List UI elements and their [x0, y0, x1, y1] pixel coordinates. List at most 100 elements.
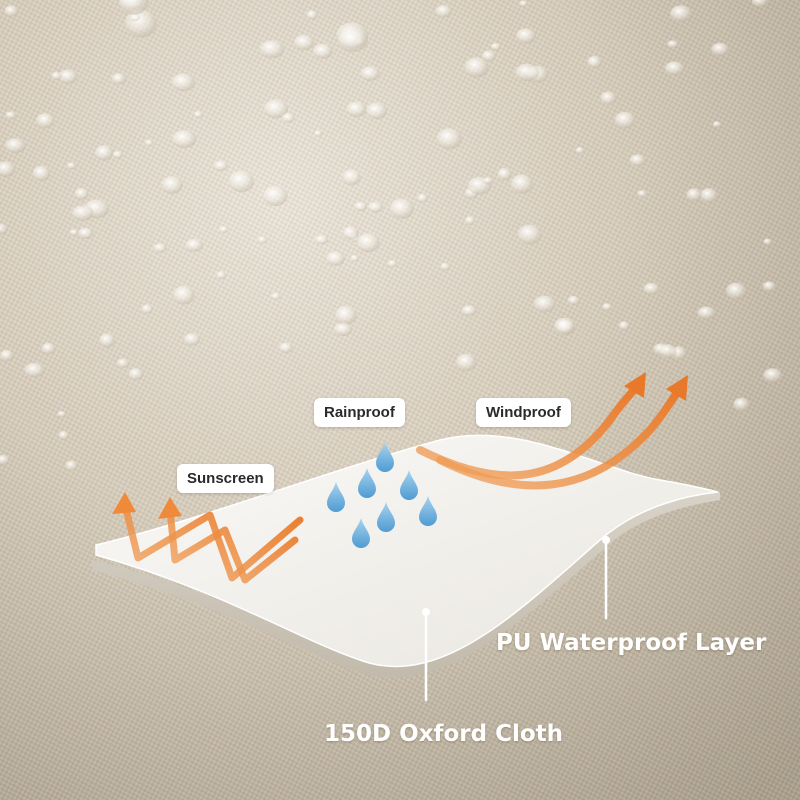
water-droplet: [360, 66, 380, 81]
water-droplet: [183, 333, 201, 346]
water-droplet: [69, 229, 79, 236]
water-droplet: [519, 0, 528, 7]
rain-drop: [419, 496, 437, 526]
water-droplet: [697, 306, 716, 320]
water-droplet: [216, 270, 227, 280]
water-droplet: [172, 130, 197, 149]
water-droplet: [602, 303, 613, 311]
water-droplet: [440, 262, 451, 271]
sun-arrow-icon: [121, 501, 304, 584]
water-droplet: [587, 55, 602, 69]
pu-waterproof-layer-callout: PU Waterproof Layer: [496, 630, 767, 656]
oxford-cloth-edge: [92, 492, 720, 678]
water-droplet: [629, 154, 646, 167]
water-droplet: [264, 99, 288, 119]
water-droplet: [99, 333, 116, 348]
water-droplet: [281, 112, 295, 123]
water-droplet: [517, 224, 542, 245]
water-droplet: [71, 205, 94, 221]
water-droplet: [0, 349, 14, 362]
oxford-cloth-callout: 150D Oxford Cloth: [324, 721, 564, 747]
water-droplet: [497, 168, 512, 181]
water-droplet: [614, 111, 636, 129]
water-droplet: [554, 317, 576, 334]
water-droplet: [293, 34, 315, 51]
water-droplet: [112, 150, 123, 159]
wind-arrow-icon: [416, 381, 684, 490]
water-droplet: [129, 14, 140, 22]
water-droplet: [762, 281, 776, 292]
water-droplet: [515, 28, 537, 44]
water-droplet: [111, 73, 127, 85]
water-droplet: [367, 201, 383, 213]
water-droplet: [153, 243, 167, 253]
water-droplet: [354, 201, 367, 212]
water-droplet: [118, 0, 149, 15]
water-droplet: [510, 174, 534, 194]
water-droplet: [306, 10, 318, 20]
water-droplet: [481, 50, 496, 62]
sunscreen-label: Sunscreen: [177, 464, 274, 493]
sun-arrow-heads: [112, 492, 182, 519]
water-droplet: [5, 138, 26, 154]
water-droplet: [219, 226, 229, 233]
water-droplet: [78, 227, 94, 239]
water-droplet: [228, 170, 254, 193]
water-droplet: [464, 57, 489, 78]
rain-drop: [377, 502, 395, 532]
water-droplets: [0, 0, 783, 471]
water-droplet: [726, 282, 747, 300]
water-droplet: [257, 236, 267, 244]
water-droplet: [464, 216, 476, 225]
water-droplet: [4, 5, 19, 17]
water-droplet: [193, 111, 203, 118]
water-droplet: [435, 5, 452, 18]
water-droplet: [32, 165, 51, 182]
water-droplet: [733, 397, 750, 412]
water-droplet: [618, 321, 630, 331]
rain-drop: [358, 468, 376, 498]
water-droplet: [350, 254, 359, 262]
water-droplet: [664, 61, 685, 76]
water-droplet: [456, 353, 477, 372]
windproof-label: Windproof: [476, 398, 571, 427]
water-droplet: [144, 139, 154, 147]
water-droplet: [533, 295, 556, 313]
water-droplet: [346, 101, 367, 118]
wind-arrow-heads: [624, 372, 688, 401]
water-droplet: [389, 198, 414, 219]
water-droplet: [515, 63, 539, 82]
water-droplet: [213, 160, 229, 172]
water-droplet: [259, 40, 285, 59]
water-droplet: [667, 40, 679, 49]
water-droplet: [58, 430, 69, 440]
water-droplet: [333, 322, 353, 336]
water-droplet: [490, 42, 501, 51]
water-droplet: [314, 234, 329, 245]
water-droplet: [575, 147, 585, 154]
water-droplet: [686, 188, 702, 202]
water-droplet: [366, 102, 388, 120]
water-droplet: [643, 282, 660, 295]
water-droplet: [57, 410, 67, 418]
water-droplet: [335, 305, 357, 325]
water-droplet: [271, 292, 281, 300]
water-droplet: [751, 0, 769, 8]
water-droplet: [24, 362, 45, 378]
water-droplet: [567, 295, 580, 305]
water-droplet: [700, 188, 718, 203]
rain-drop: [376, 442, 394, 472]
water-droplet: [0, 223, 9, 235]
water-droplet: [763, 238, 772, 246]
water-droplet: [173, 285, 195, 305]
water-droplet: [36, 113, 55, 129]
water-droplet: [278, 342, 293, 354]
rain-drop: [400, 470, 418, 500]
water-droplet: [483, 177, 493, 185]
water-droplet: [387, 259, 398, 268]
water-droplet: [171, 73, 195, 92]
water-droplet: [141, 304, 153, 314]
pu-layer-leader-dot: [602, 536, 610, 544]
water-droplet: [314, 130, 323, 137]
